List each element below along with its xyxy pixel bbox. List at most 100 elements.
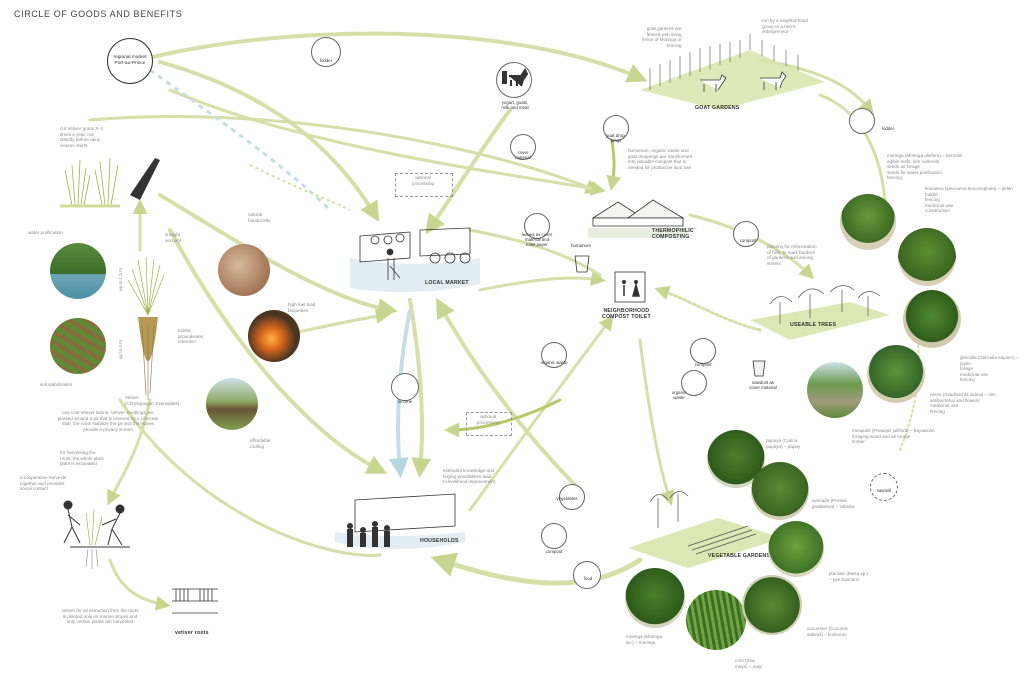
- avocado-note: avocado (Persea gratissima) – zaboka: [812, 498, 855, 509]
- arrow-regional-to-market: [158, 60, 380, 222]
- arrow-top-sweep: [88, 115, 601, 194]
- harvesters-illustration: [63, 500, 130, 569]
- latrine-note: low-cost Vetiver latrine: Vetiver seedli…: [57, 410, 159, 432]
- moringa-note: moringa (Moringa oleifera) – benzolit ed…: [887, 153, 962, 181]
- sawdust-bucket-icon: [752, 360, 766, 377]
- yogurt-label: yogurt, goats, milk and meat: [501, 100, 529, 110]
- arrow-regional-dashed: [149, 68, 332, 212]
- vegetables-icon: [559, 484, 585, 510]
- cover-material-label: cover material: [515, 150, 531, 160]
- height-4m-label: up to 4 m: [118, 340, 123, 360]
- leaves-label: leaves as cover material and toilet pape…: [521, 232, 553, 247]
- roofing-note: affordable roofing: [250, 438, 271, 449]
- toilet-label: NEIGHBORHOOD COMPOST TOILET: [602, 308, 651, 320]
- corn-note: corn (Zea mays) – mayi: [735, 658, 763, 669]
- run-by-note: run by a neighborhood group or a micro e…: [762, 18, 808, 35]
- arrow-goat-market: [425, 108, 512, 235]
- briquettes-photo: [248, 310, 300, 362]
- neem-note: neem (Azadirachta indica) – nim antibact…: [930, 392, 996, 414]
- cucumber-note: cucumber (Cucumis sativus) – konkonm: [807, 626, 848, 637]
- vetiver-roots-illustration: [172, 588, 218, 614]
- income-icon: [391, 373, 419, 401]
- vetiver-roots-label: vetiver roots: [175, 630, 209, 636]
- water-purification-photo: [50, 243, 106, 299]
- plantain-note: plantain (Musa sp.) – pye bannann: [829, 571, 869, 582]
- arrow-top-right: [138, 31, 648, 83]
- arrow-dashed-left: [249, 164, 351, 211]
- fodder-retention-note: fodder, groundwater retention: [178, 328, 204, 345]
- cover-material-icon: [510, 134, 536, 160]
- plantain-photo: [768, 521, 824, 577]
- vetiver-oil-note: vetiver for oil extraction from the root…: [61, 608, 139, 625]
- arrow-goat-to-compost: [168, 88, 606, 196]
- goat-droppings-icon: [603, 115, 629, 141]
- corn-photo: [686, 590, 746, 650]
- fodder-top-label: fodder: [319, 58, 333, 63]
- households-illustration: [335, 493, 465, 549]
- vegetable-gardens-illustration: [628, 491, 783, 568]
- handicrafts-photo: [218, 244, 270, 296]
- sawmill-label: sawmill: [876, 488, 892, 493]
- moringa-bottom-photo: [625, 568, 685, 628]
- mesquite-tree-photo: [807, 362, 863, 418]
- organic-waste-label: organic waste: [540, 360, 568, 365]
- vegetable-gardens-label: VEGETABLE GARDENS: [708, 553, 771, 559]
- humanure-bucket-icon: [574, 255, 590, 273]
- arrow-veg-organic: [444, 398, 562, 438]
- arrow-households-circle: [118, 398, 382, 557]
- cucumber-photo: [742, 575, 802, 635]
- arrow-vetiver-market: [158, 193, 398, 318]
- moringa-bottom-note: moringa (Moringa sp.) – moringa: [626, 634, 662, 645]
- arrow-veg-market: [436, 297, 582, 492]
- optional-processing-box-bottom: [466, 412, 512, 436]
- cut-vetiver-note: cut Vetiver grass 3–4 times a year, not …: [60, 126, 103, 148]
- soil-stabilization-label: soil stabilization: [40, 382, 73, 387]
- vetiver-grass-illustration: [60, 157, 160, 208]
- leucaena-tree-photo: [898, 228, 956, 286]
- vetiver-plant-illustration: [127, 256, 165, 400]
- height-15m-label: up to 1,5 m: [118, 268, 123, 291]
- arrow-households-compost: [468, 315, 614, 512]
- arrow-compost-trees: [688, 213, 815, 280]
- goat-silhouette-icon: [502, 68, 529, 87]
- compost-mid-label: compost: [694, 362, 712, 367]
- arrow-trees-goats: [818, 93, 887, 202]
- soil-stabilization-photo: [50, 318, 106, 374]
- neem-tree-photo: [867, 345, 925, 403]
- compost-toilet-illustration: [614, 271, 646, 303]
- harvest-roots-note: for harvesting the roots, the whole plan…: [60, 450, 104, 467]
- briquettes-note: high fuel load briquettes: [288, 302, 316, 313]
- water-purification-label: water purification: [28, 230, 63, 235]
- households-label: HOUSEHOLDS: [420, 538, 459, 544]
- useable-trees-label: USEABLE TREES: [790, 322, 837, 328]
- arrow-vetiver-households: [168, 228, 388, 474]
- handicrafts-note: natural handicrafts: [248, 212, 271, 223]
- vetiver-name-label: Vetiver (Chrysopogon zizanioides): [125, 395, 180, 406]
- arrow-trees-toilet: [654, 285, 762, 332]
- fodder-right-icon: [849, 108, 875, 134]
- cooperative-note: a cooperative harvests together and prov…: [20, 475, 67, 492]
- food-label: food: [583, 576, 593, 581]
- compost-bottom-label: compost: [545, 549, 563, 554]
- page-title: CIRCLE OF GOODS AND BENEFITS: [14, 9, 183, 19]
- roofing-photo: [206, 378, 258, 430]
- organic-waste-2-label: organic waste: [671, 390, 687, 400]
- humanure-note: humanure, organic waste and goat droppin…: [628, 148, 693, 170]
- regional-market-label: regional market Port-au-Prince: [113, 55, 147, 66]
- leucaena-note: leucaena (Leucaena leucocephala) – delen…: [925, 186, 1013, 214]
- goat-gardens-label: GOAT GARDENS: [695, 105, 740, 111]
- vegetables-label: vegetables: [556, 496, 578, 501]
- gliricidia-tree-photo: [903, 290, 961, 348]
- fodder-right-label: fodder: [881, 126, 895, 131]
- goat-fenced-note: goat gardens are fenced with living fenc…: [642, 26, 682, 48]
- composting-label: THERMOPHILIC COMPOSTING: [652, 228, 694, 240]
- mesquite-note: mesquite (Prosopis juliflora) – bayawonn…: [852, 428, 935, 445]
- straight-note: straight secuant: [165, 232, 182, 243]
- arrow-market-compost: [478, 271, 606, 292]
- arrow-toilet-veg: [638, 338, 675, 506]
- sawmill-icon: [870, 473, 898, 501]
- reforestation-note: planting for reforestation of hills, to …: [767, 244, 817, 266]
- gliricidia-note: gliricidia (Gliricidia sepium) – piyen f…: [960, 355, 1019, 383]
